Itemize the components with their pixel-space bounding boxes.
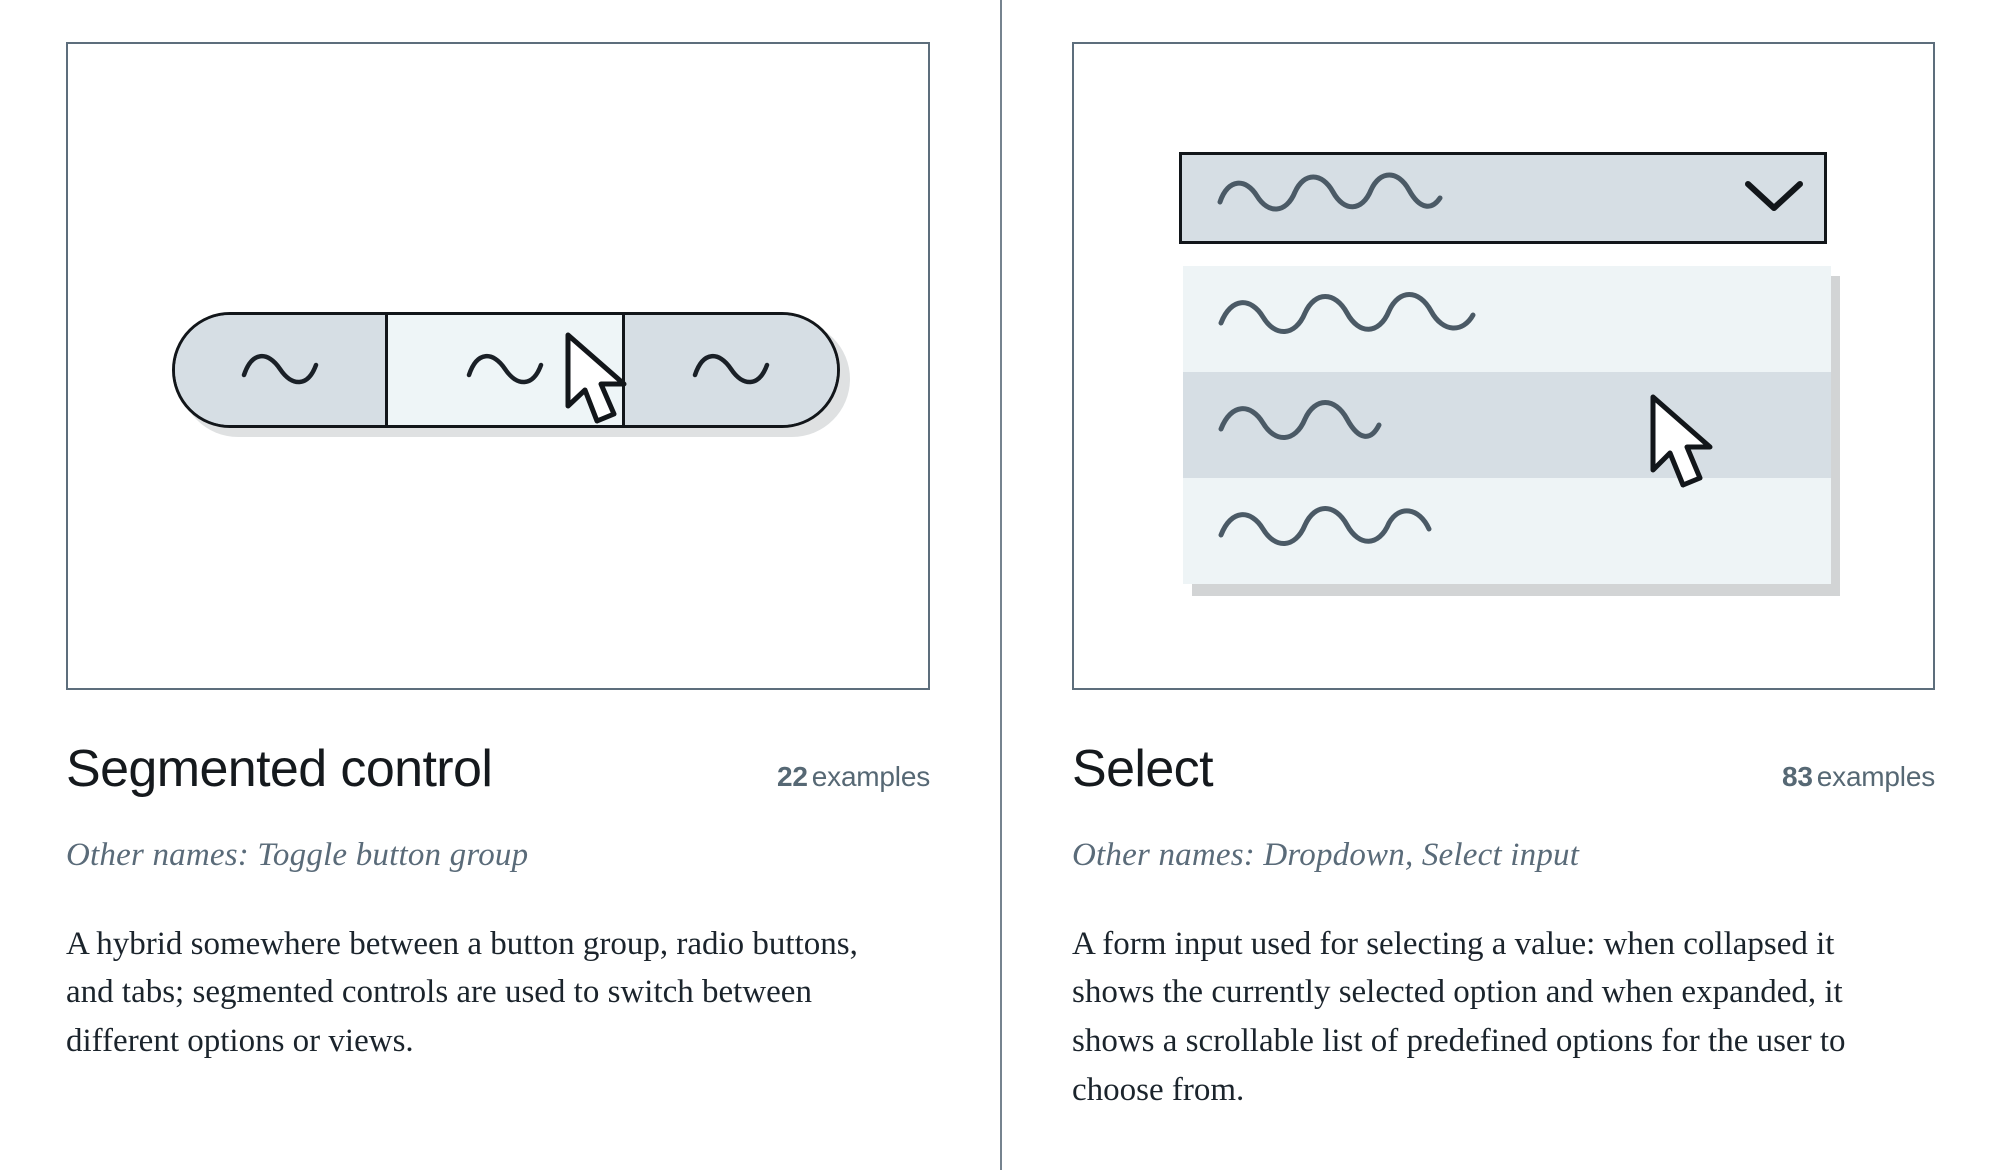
select-option-2-highlighted[interactable] <box>1183 372 1831 478</box>
other-names-text: Other names: Dropdown, Select input <box>1072 836 1580 873</box>
squiggle-icon <box>238 347 322 393</box>
squiggle-icon <box>1214 170 1446 227</box>
chevron-down-icon[interactable] <box>1742 176 1806 221</box>
examples-count-value: 22 <box>777 761 808 792</box>
segment-option-2-active[interactable] <box>385 315 625 425</box>
illustration-frame-segmented-control <box>66 42 930 690</box>
segmented-control-track <box>172 312 840 428</box>
segment-option-1[interactable] <box>175 315 385 425</box>
select-options-list[interactable] <box>1183 266 1831 584</box>
segmented-control-widget[interactable] <box>172 312 850 437</box>
description-text: A form input used for selecting a value:… <box>1072 925 1846 1109</box>
page-title: Select <box>1072 740 1214 798</box>
select-option-1[interactable] <box>1183 266 1831 372</box>
squiggle-icon <box>1215 501 1437 562</box>
page-title: Segmented control <box>66 740 493 798</box>
examples-count-value: 83 <box>1782 761 1813 792</box>
squiggle-icon <box>1215 395 1385 456</box>
squiggle-icon <box>689 347 773 393</box>
squiggle-icon <box>1215 289 1483 350</box>
select-option-3[interactable] <box>1183 478 1831 584</box>
illustration-frame-select <box>1072 42 1935 690</box>
examples-count-label: examples <box>811 761 930 792</box>
segment-option-3[interactable] <box>625 315 837 425</box>
other-names-text: Other names: Toggle button group <box>66 836 529 873</box>
examples-count-label: examples <box>1816 761 1935 792</box>
squiggle-icon <box>463 347 547 393</box>
description-text: A hybrid somewhere between a button grou… <box>66 925 858 1060</box>
select-trigger[interactable] <box>1179 152 1827 244</box>
